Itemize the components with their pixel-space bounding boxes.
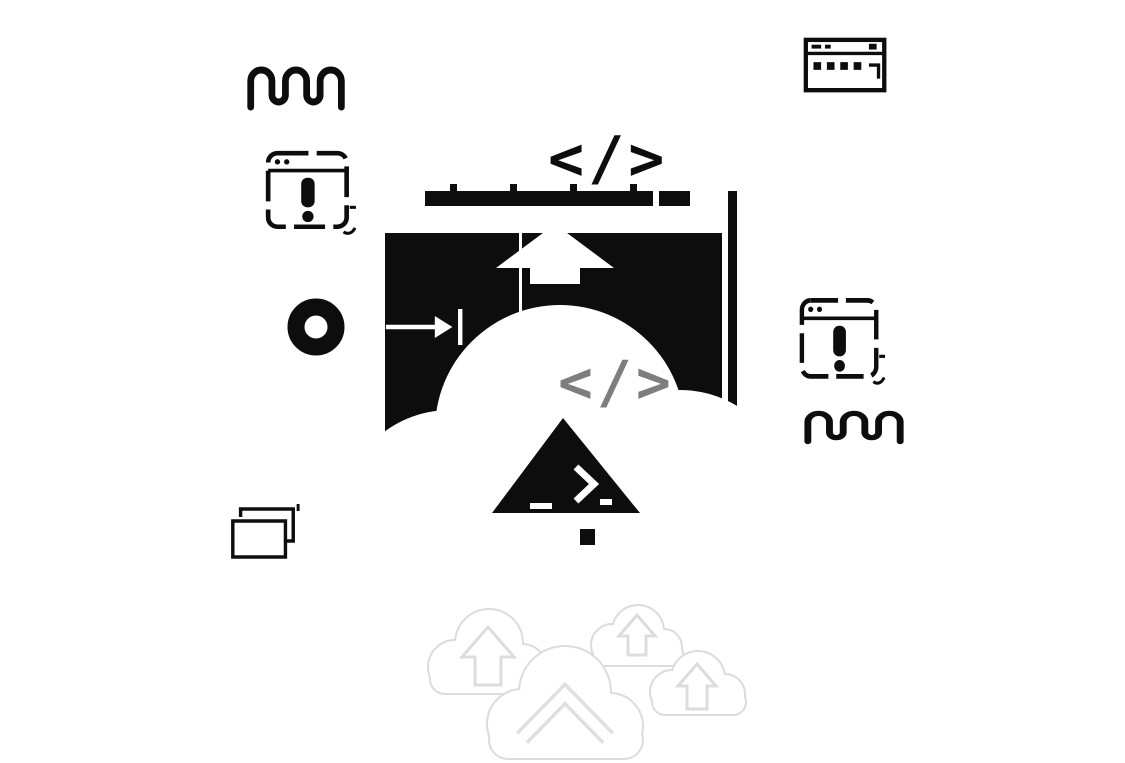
window-bar-tick bbox=[450, 184, 457, 194]
window-bar-tick bbox=[510, 184, 517, 194]
window-scrollbar bbox=[728, 191, 737, 511]
cloud-upload-icon bbox=[470, 640, 660, 763]
warning-browser-icon bbox=[797, 293, 887, 388]
window-top-bar bbox=[425, 191, 690, 206]
warning-browser-icon bbox=[263, 146, 358, 238]
browser-window-icon bbox=[802, 36, 890, 96]
window-divider-line bbox=[519, 233, 522, 328]
cloud-upload-icon bbox=[640, 640, 755, 718]
window-top-bar-notch bbox=[653, 191, 659, 206]
donut-icon bbox=[286, 297, 346, 357]
code-symbol-cloud: </> bbox=[558, 348, 675, 416]
window-bar-tick bbox=[570, 184, 577, 194]
cloud-upload-icon bbox=[582, 595, 692, 670]
upload-triangle-icon bbox=[488, 413, 648, 553]
copy-icon bbox=[225, 501, 303, 565]
code-symbol-top: </> bbox=[548, 124, 669, 194]
spring-coil-icon bbox=[243, 55, 351, 113]
window-bar-tick bbox=[630, 184, 637, 194]
upload-arrow-icon bbox=[492, 222, 618, 286]
spring-coil-icon bbox=[800, 402, 910, 446]
arrow-to-bar-icon bbox=[382, 302, 470, 352]
